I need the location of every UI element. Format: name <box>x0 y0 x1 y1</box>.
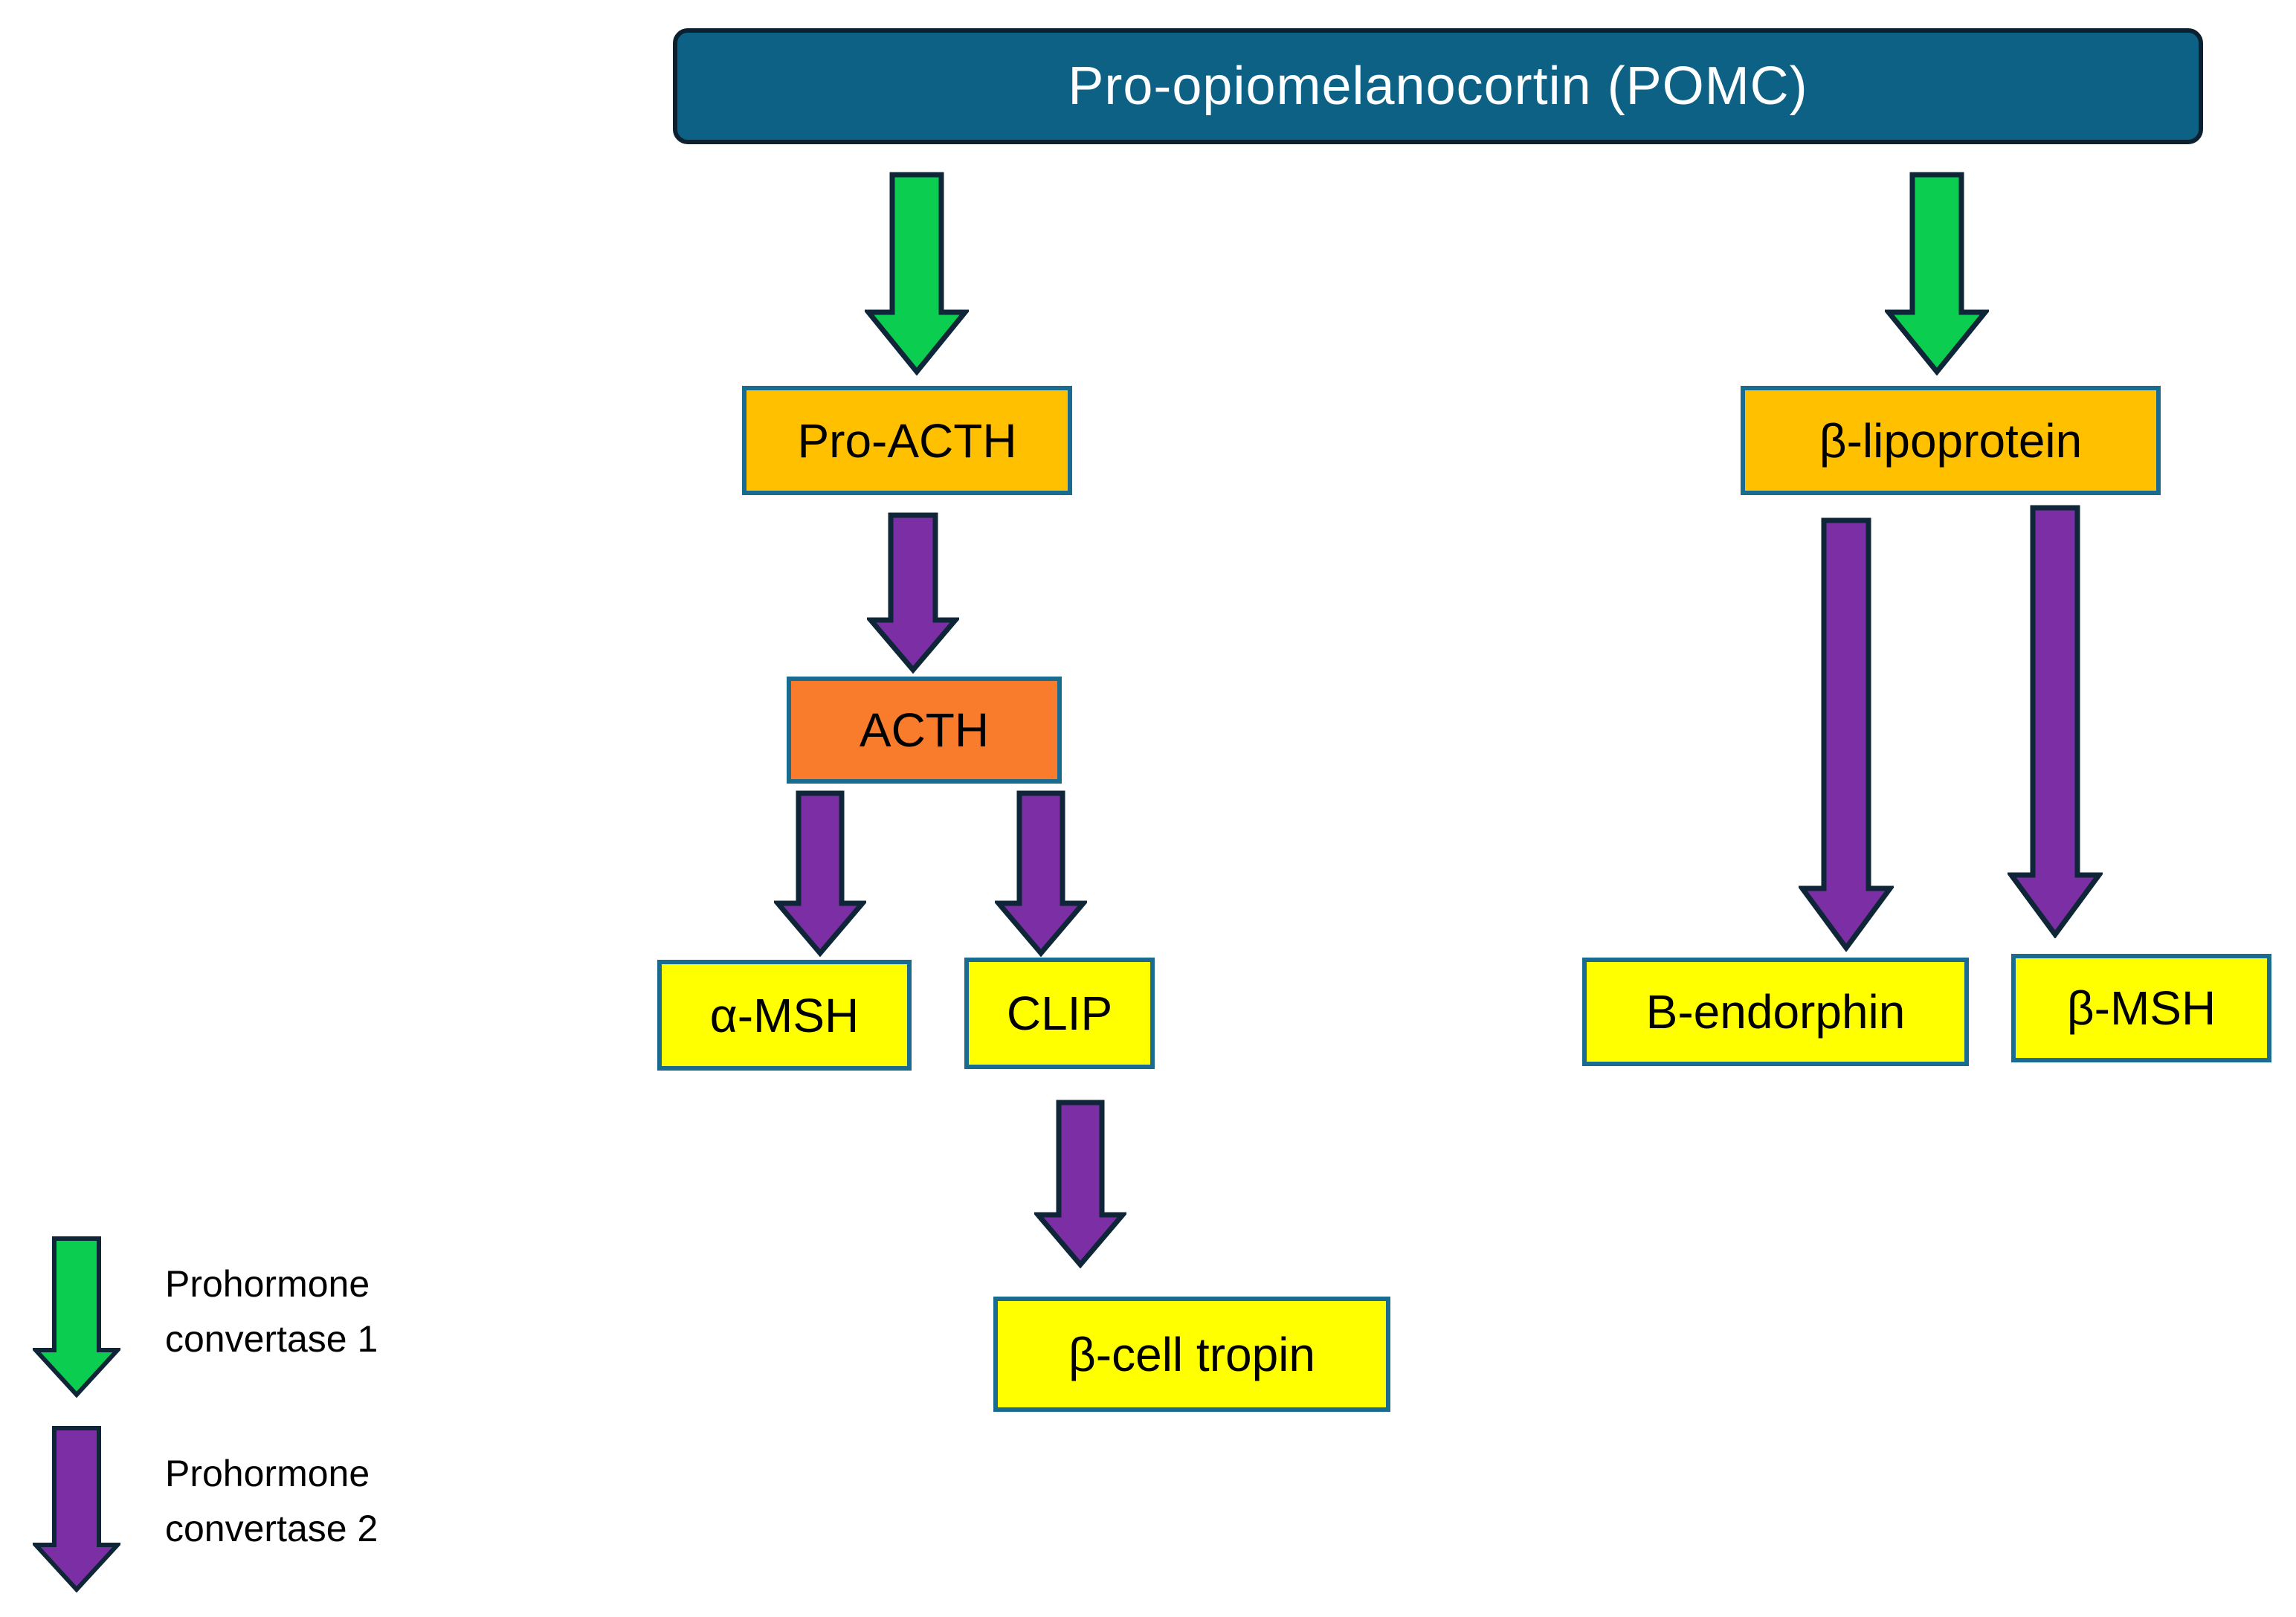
node-beta-cell-tropin-label: β-cell tropin <box>1068 1327 1316 1381</box>
pc1-arrow-pomc-to-proacth <box>862 171 971 376</box>
node-clip-label: CLIP <box>1006 987 1113 1040</box>
legend-label-prohormone-convertase-2: Prohormone convertase 2 <box>165 1446 378 1556</box>
node-pomc-label: Pro-opiomelanocortin (POMC) <box>1068 57 1808 116</box>
legend-green-arrow-icon <box>30 1236 123 1398</box>
node-alpha-msh: α-MSH <box>657 960 912 1071</box>
node-pomc: Pro-opiomelanocortin (POMC) <box>673 28 2203 144</box>
node-acth-label: ACTH <box>859 703 990 757</box>
pc2-arrow-proacth-to-acth <box>865 511 961 674</box>
legend-pc2-line2: convertase 2 <box>165 1508 378 1549</box>
legend-pc1-line2: convertase 1 <box>165 1318 378 1360</box>
pc1-arrow-pomc-to-betalipoprotein <box>1883 171 1991 376</box>
legend-purple-arrow-icon <box>30 1425 123 1593</box>
node-clip: CLIP <box>964 958 1155 1069</box>
legend-pc2-line1: Prohormone <box>165 1453 370 1494</box>
node-beta-lipoprotein-label: β-lipoprotein <box>1819 413 2083 468</box>
pc2-arrow-betalipoprotein-to-betamsh <box>2006 504 2104 939</box>
node-beta-lipoprotein: β-lipoprotein <box>1741 386 2161 495</box>
node-b-endorphin-label: B-endorphin <box>1645 985 1906 1039</box>
legend-pc1-line1: Prohormone <box>165 1263 370 1305</box>
node-beta-msh: β-MSH <box>2011 954 2271 1062</box>
node-beta-msh-label: β-MSH <box>2066 981 2216 1035</box>
node-b-endorphin: B-endorphin <box>1582 958 1969 1066</box>
node-pro-acth-label: Pro-ACTH <box>797 413 1017 468</box>
pc2-arrow-acth-to-clip <box>993 790 1089 958</box>
node-beta-cell-tropin: β-cell tropin <box>993 1297 1390 1412</box>
pc2-arrow-betalipoprotein-to-bendorphin <box>1797 517 1895 952</box>
node-acth: ACTH <box>787 677 1062 784</box>
pc2-arrow-clip-to-betacelltropin <box>1032 1099 1129 1269</box>
pc2-arrow-acth-to-alphamsh <box>772 790 868 958</box>
node-pro-acth: Pro-ACTH <box>742 386 1072 495</box>
node-alpha-msh-label: α-MSH <box>709 988 860 1042</box>
legend-label-prohormone-convertase-1: Prohormone convertase 1 <box>165 1256 378 1366</box>
